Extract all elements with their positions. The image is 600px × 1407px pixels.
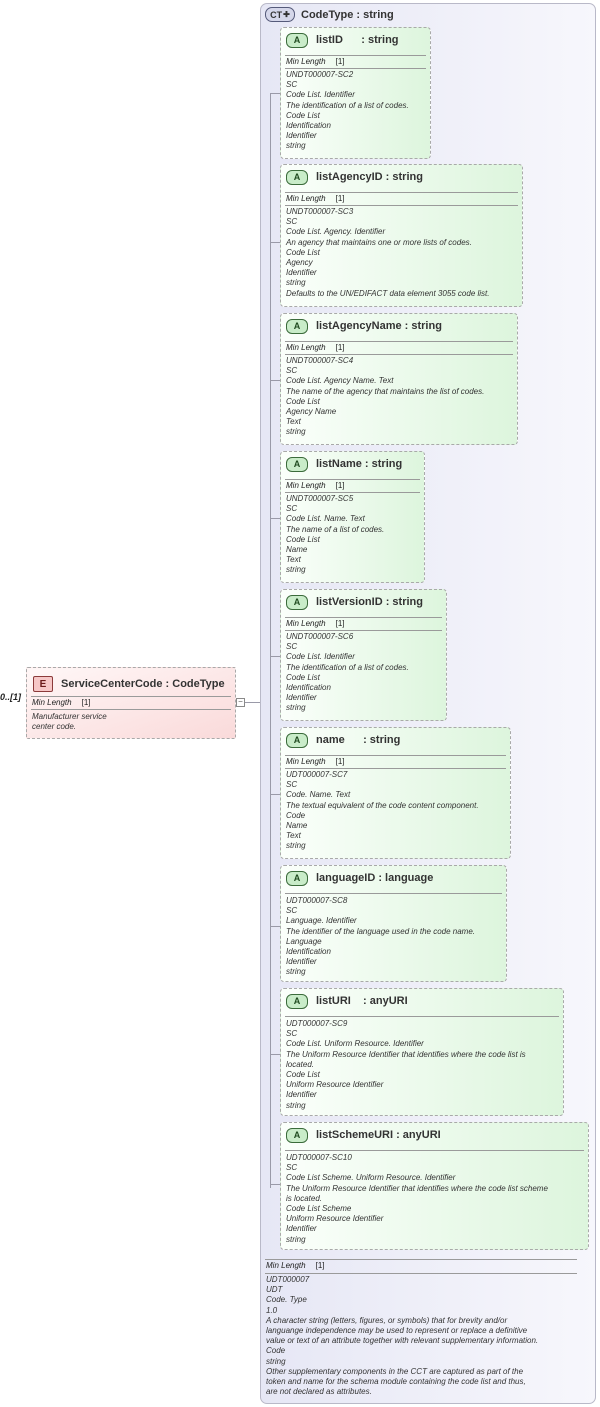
attribute-connector bbox=[270, 1054, 280, 1055]
attribute-documentation: UNDT000007-SC4 SC Code List. Agency Name… bbox=[286, 356, 485, 437]
attribute-connector bbox=[270, 518, 280, 519]
complex-type-title: CodeType : string bbox=[301, 8, 394, 21]
attribute-name: languageID : language bbox=[316, 872, 434, 884]
attribute-documentation: UDT000007-SC9 SC Code List. Uniform Reso… bbox=[286, 1019, 526, 1110]
attribute-facet: Min Length[1] bbox=[286, 194, 345, 203]
complex-type-header: CT✚ CodeType : string bbox=[265, 7, 394, 22]
attribute-facet: Min Length[1] bbox=[286, 619, 345, 628]
complex-type-separator bbox=[265, 1273, 577, 1274]
attribute-separator bbox=[285, 55, 426, 56]
attribute-facet: Min Length[1] bbox=[286, 757, 345, 766]
attribute-badge-icon: A bbox=[286, 870, 308, 886]
attribute-badge-icon: A bbox=[286, 318, 308, 334]
attribute-documentation: UDT000007-SC7 SC Code. Name. Text The te… bbox=[286, 770, 479, 851]
attribute-separator bbox=[285, 192, 518, 193]
complex-type-badge-icon: CT✚ bbox=[265, 7, 295, 22]
attribute-separator bbox=[285, 617, 442, 618]
attribute-connector bbox=[270, 380, 280, 381]
attribute-connector bbox=[270, 656, 280, 657]
sequence-line bbox=[270, 93, 271, 1188]
element-separator bbox=[31, 709, 231, 710]
attribute-badge-icon: A bbox=[286, 1127, 308, 1143]
attribute-documentation: UNDT000007-SC6 SC Code List. Identifier … bbox=[286, 632, 409, 713]
attribute-badge-icon: A bbox=[286, 732, 308, 748]
element-separator bbox=[31, 696, 231, 697]
attribute-separator bbox=[285, 68, 426, 69]
attribute-badge-icon: A bbox=[286, 993, 308, 1009]
attribute-connector bbox=[270, 1184, 280, 1185]
attribute-facet: Min Length[1] bbox=[286, 343, 345, 352]
collapse-toggle-icon[interactable]: − bbox=[236, 698, 245, 707]
attribute-connector bbox=[270, 93, 280, 94]
attribute-connector bbox=[270, 242, 280, 243]
attribute-documentation: UNDT000007-SC3 SC Code List. Agency. Ide… bbox=[286, 207, 490, 298]
attribute-name: listID : string bbox=[316, 34, 399, 46]
attribute-separator bbox=[285, 630, 442, 631]
attribute-documentation: UNDT000007-SC5 SC Code List. Name. Text … bbox=[286, 494, 385, 575]
cardinality-label: 0..[1] bbox=[0, 692, 22, 702]
attribute-badge-icon: A bbox=[286, 169, 308, 185]
attribute-documentation: UNDT000007-SC2 SC Code List. Identifier … bbox=[286, 70, 409, 151]
complex-type-documentation: UDT000007 UDT Code. Type 1.0 A character… bbox=[266, 1275, 539, 1397]
attribute-name: listSchemeURI : anyURI bbox=[316, 1129, 441, 1141]
attribute-name: listAgencyID : string bbox=[316, 171, 423, 183]
attribute-separator bbox=[285, 492, 420, 493]
attribute-documentation: UDT000007-SC10 SC Code List Scheme. Unif… bbox=[286, 1153, 548, 1244]
attribute-badge-icon: A bbox=[286, 594, 308, 610]
attribute-badge-icon: A bbox=[286, 32, 308, 48]
attribute-facet: Min Length[1] bbox=[286, 57, 345, 66]
element-header: E ServiceCenterCode : CodeType bbox=[33, 673, 225, 695]
element-facet: Min Length[1] bbox=[32, 698, 91, 707]
element-connector bbox=[245, 702, 270, 703]
attribute-badge-icon: A bbox=[286, 456, 308, 472]
element-documentation: Manufacturer service center code. bbox=[32, 712, 107, 732]
attribute-separator bbox=[285, 1016, 559, 1017]
attribute-name: listAgencyName : string bbox=[316, 320, 442, 332]
attribute-connector bbox=[270, 794, 280, 795]
attribute-separator bbox=[285, 479, 420, 480]
complex-type-separator bbox=[265, 1259, 577, 1260]
attribute-documentation: UDT000007-SC8 SC Language. Identifier Th… bbox=[286, 896, 476, 977]
element-badge-icon: E bbox=[33, 676, 53, 692]
attribute-separator bbox=[285, 768, 506, 769]
element-title: ServiceCenterCode : CodeType bbox=[61, 678, 225, 690]
attribute-name: listURI : anyURI bbox=[316, 995, 408, 1007]
attribute-separator bbox=[285, 205, 518, 206]
attribute-separator bbox=[285, 354, 513, 355]
attribute-name: listVersionID : string bbox=[316, 596, 423, 608]
attribute-separator bbox=[285, 893, 502, 894]
attribute-facet: Min Length[1] bbox=[286, 481, 345, 490]
attribute-separator bbox=[285, 1150, 584, 1151]
attribute-separator bbox=[285, 341, 513, 342]
complex-type-facet: Min Length[1] bbox=[266, 1261, 325, 1270]
element-box[interactable]: E ServiceCenterCode : CodeType Min Lengt… bbox=[26, 667, 236, 739]
attribute-connector bbox=[270, 926, 280, 927]
attribute-name: listName : string bbox=[316, 458, 403, 470]
attribute-separator bbox=[285, 755, 506, 756]
attribute-name: name : string bbox=[316, 734, 401, 746]
